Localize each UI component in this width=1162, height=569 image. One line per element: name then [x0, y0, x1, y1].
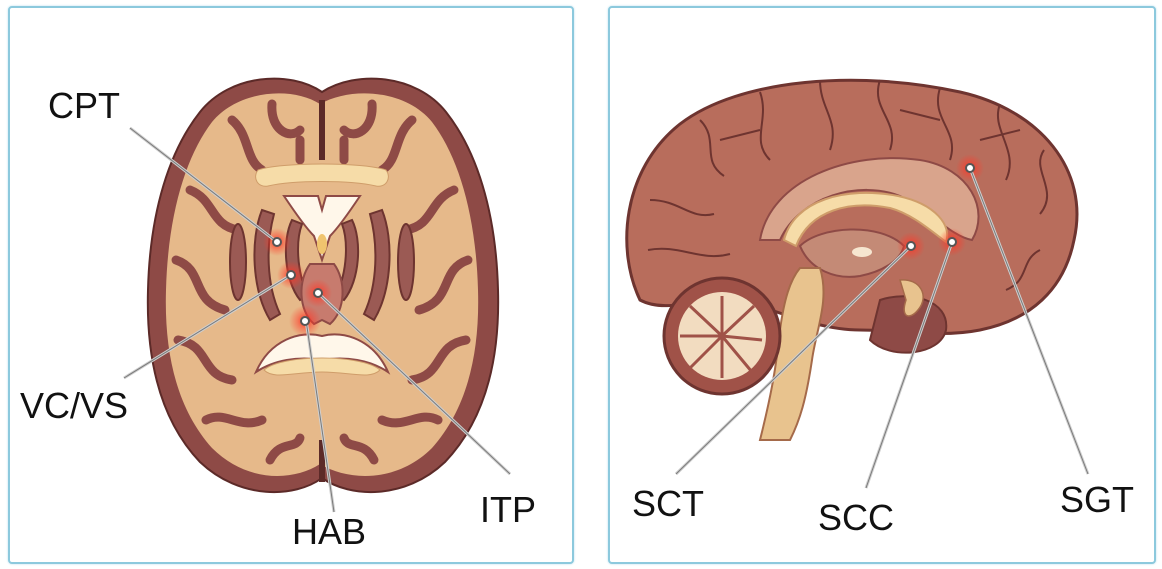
sct-label: SCT [632, 486, 704, 522]
cpt-label: CPT [48, 88, 120, 124]
sgt-marker [966, 164, 974, 172]
scc-marker [948, 238, 956, 246]
interthalamic-adhesion [852, 247, 872, 257]
sct-marker [907, 242, 915, 250]
scc-label: SCC [818, 500, 894, 536]
hab-marker [301, 317, 309, 325]
septum-fill [317, 234, 327, 254]
itp-label: ITP [480, 492, 536, 528]
cpt-marker [273, 238, 281, 246]
vcvs-label: VC/VS [20, 388, 128, 424]
sagittal-brain [627, 80, 1077, 440]
sgt-label: SGT [1060, 482, 1134, 518]
hab-label: HAB [292, 514, 366, 550]
itp-marker [314, 289, 322, 297]
vcvs-marker [287, 271, 295, 279]
